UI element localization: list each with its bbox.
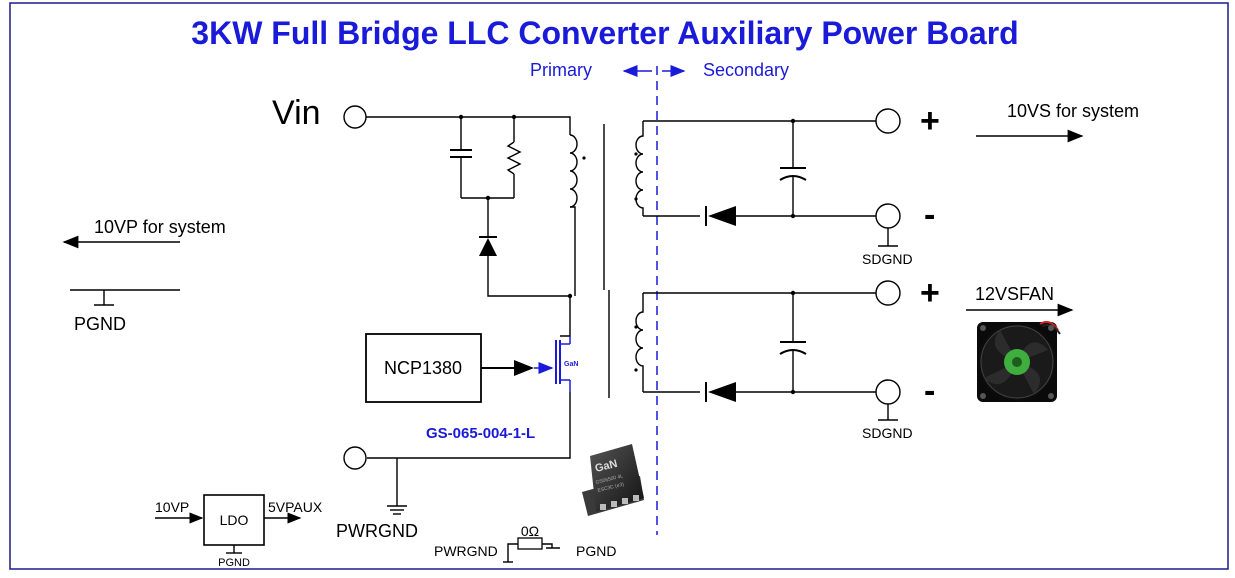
output-capacitor-bottom — [779, 290, 807, 395]
pgnd-label: PGND — [74, 314, 126, 334]
rectifier-diode-bottom — [705, 382, 876, 402]
clamp-diode — [479, 198, 570, 297]
ldo-output-label: 5VPAUX — [268, 499, 323, 515]
gan-chip-image: GaN GS06500 4L ESC3C (e3) — [582, 444, 644, 516]
gan-switch: GaN — [534, 336, 578, 392]
transformer-core — [603, 124, 610, 398]
vin-terminal: Vin — [272, 94, 367, 132]
primary-label: Primary — [530, 60, 592, 80]
ldo-input-label: 10VP — [155, 499, 189, 515]
gan-part-number: GS-065-004-1-L — [426, 425, 535, 442]
plus-top-label: + — [920, 102, 940, 140]
output-12vsfan: 12VSFAN — [966, 284, 1074, 317]
diagram-border — [9, 2, 1229, 570]
jumper-right-label: PGND — [576, 543, 616, 559]
ldo-block: 10VP LDO 5VPAUX PGND — [155, 494, 323, 569]
sdgnd-top-label: SDGND — [862, 251, 913, 267]
jumper-value: 0Ω — [521, 523, 539, 539]
sdgnd-bottom-label: SDGND — [862, 425, 913, 441]
drain-wire — [560, 296, 571, 337]
output-10vp: 10VP for system — [62, 217, 226, 249]
vin-rail — [366, 116, 571, 135]
controller-label: NCP1380 — [384, 358, 462, 378]
jumper-left-label: PWRGND — [434, 543, 498, 559]
minus-top-label: - — [924, 196, 935, 234]
secondary-winding-top — [634, 120, 876, 217]
pgnd-rail: PGND — [70, 289, 180, 334]
12vsfan-label: 12VSFAN — [975, 284, 1054, 304]
ldo-gnd-label: PGND — [218, 557, 250, 569]
snubber-network — [450, 114, 522, 201]
zero-ohm-jumper: 0Ω PWRGND PGND — [434, 523, 616, 563]
fan-image — [977, 321, 1061, 402]
terminals-bottom: + - SDGND — [862, 274, 940, 441]
plus-bottom-label: + — [920, 274, 940, 312]
terminals-top: + - SDGND — [862, 102, 940, 267]
vin-label: Vin — [272, 94, 321, 132]
chip-logo: GaN — [594, 458, 619, 475]
gan-tag: GaN — [564, 361, 578, 368]
10vs-label: 10VS for system — [1007, 101, 1139, 121]
pwrgnd-terminal: PWRGND — [336, 446, 418, 541]
source-wire — [367, 392, 571, 459]
rectifier-diode-top — [705, 206, 876, 226]
diagram-title: 3KW Full Bridge LLC Converter Auxiliary … — [191, 15, 1018, 51]
secondary-winding-bottom — [634, 292, 876, 393]
pwrgnd-label: PWRGND — [336, 521, 418, 541]
secondary-label: Secondary — [703, 60, 789, 80]
ncp1380-controller: NCP1380 — [365, 333, 534, 403]
isolation-barrier: Primary Secondary — [530, 60, 789, 535]
primary-winding — [569, 134, 586, 296]
output-capacitor-top — [779, 118, 807, 219]
minus-bottom-label: - — [924, 372, 935, 410]
ldo-name: LDO — [220, 512, 249, 528]
10vp-label: 10VP for system — [94, 217, 226, 237]
output-10vs: 10VS for system — [976, 101, 1139, 143]
